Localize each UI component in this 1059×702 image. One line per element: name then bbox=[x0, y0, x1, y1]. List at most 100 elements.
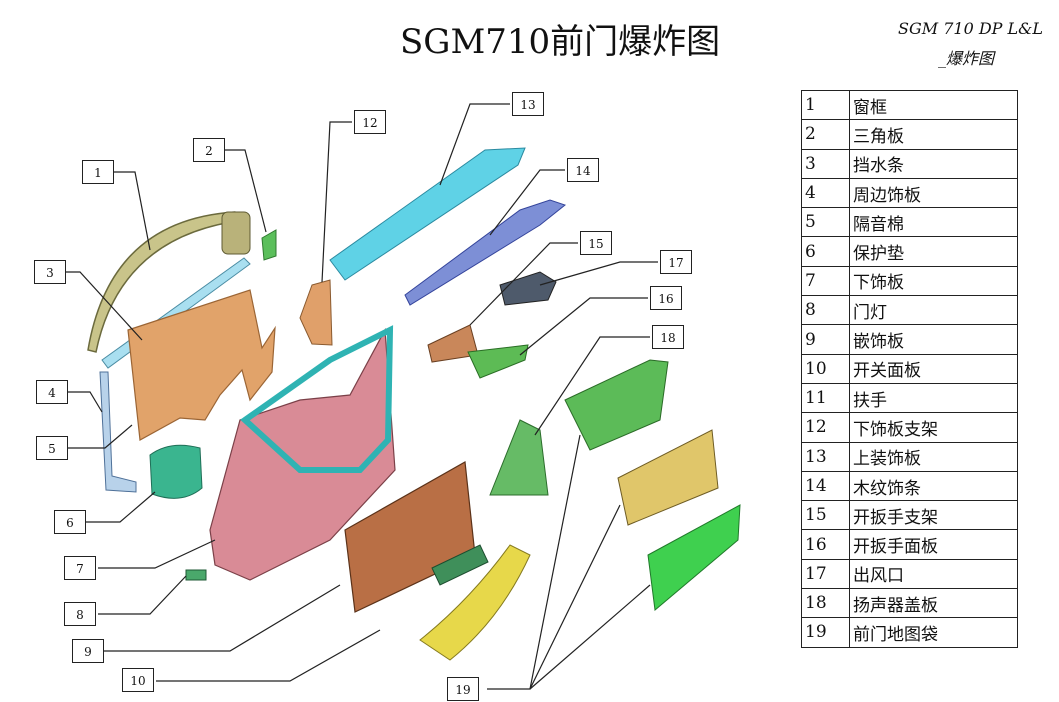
legend-part-name: 隔音棉 bbox=[849, 207, 1018, 238]
leader-lines bbox=[66, 103, 658, 690]
callout-4: 4 bbox=[36, 380, 68, 404]
part-switch-panel bbox=[431, 544, 489, 586]
legend-part-name: 嵌饰板 bbox=[849, 324, 1018, 355]
exploded-view-drawing bbox=[66, 103, 741, 690]
callout-16: 16 bbox=[650, 286, 682, 310]
legend-part-number: 1 bbox=[801, 89, 850, 121]
legend-part-number: 3 bbox=[801, 148, 850, 179]
legend-part-name: 出风口 bbox=[849, 558, 1018, 590]
legend-part-name: 扶手 bbox=[849, 382, 1018, 414]
callout-15: 15 bbox=[580, 231, 612, 255]
legend-part-number: 9 bbox=[801, 324, 850, 355]
legend-part-number: 18 bbox=[801, 588, 850, 619]
subtitle-line-1: SGM 710 DP L&L bbox=[898, 19, 1044, 38]
callout-3: 3 bbox=[34, 260, 66, 284]
legend-part-name: 门灯 bbox=[849, 295, 1018, 326]
legend-part-number: 8 bbox=[801, 295, 850, 326]
legend-part-name: 窗框 bbox=[849, 89, 1018, 121]
callout-13: 13 bbox=[512, 92, 544, 116]
legend-part-name: 下饰板 bbox=[849, 265, 1018, 297]
part-armrest bbox=[419, 544, 531, 661]
callout-8: 8 bbox=[64, 602, 96, 626]
legend-part-name: 扬声器盖板 bbox=[849, 588, 1018, 619]
part-map-pocket-b bbox=[617, 429, 719, 526]
callout-9: 9 bbox=[72, 639, 104, 663]
callout-6: 6 bbox=[54, 510, 86, 534]
legend-part-number: 16 bbox=[801, 529, 850, 560]
legend-part-number: 10 bbox=[801, 353, 850, 384]
legend-part-number: 17 bbox=[801, 558, 850, 590]
callout-10: 10 bbox=[122, 668, 154, 692]
diagram-title: SGM710前门爆炸图 bbox=[400, 22, 721, 62]
callout-19: 19 bbox=[447, 677, 479, 701]
legend-part-number: 4 bbox=[801, 177, 850, 209]
part-lower-trim-frame bbox=[240, 325, 394, 473]
part-sound-insulation bbox=[127, 289, 276, 441]
part-air-vent bbox=[499, 271, 557, 306]
callout-18: 18 bbox=[652, 325, 684, 349]
legend-part-number: 12 bbox=[801, 412, 850, 443]
part-triangle-panel bbox=[261, 229, 277, 261]
subtitle-line-2: _爆炸图 bbox=[938, 49, 995, 68]
callout-7: 7 bbox=[64, 556, 96, 580]
callout-14: 14 bbox=[567, 158, 599, 182]
legend-part-number: 11 bbox=[801, 382, 850, 414]
callout-17: 17 bbox=[660, 250, 692, 274]
part-protection-pad bbox=[149, 444, 203, 499]
legend-part-name: 三角板 bbox=[849, 119, 1018, 150]
legend-part-number: 19 bbox=[801, 617, 850, 648]
legend-part-name: 上装饰板 bbox=[849, 441, 1018, 472]
part-handle-panel bbox=[467, 344, 529, 379]
legend-part-name: 下饰板支架 bbox=[849, 412, 1018, 443]
legend-part-number: 2 bbox=[801, 119, 850, 150]
part-window-frame-corner bbox=[221, 211, 251, 255]
legend-part-number: 7 bbox=[801, 265, 850, 297]
legend-part-name: 开扳手支架 bbox=[849, 500, 1018, 531]
legend-part-number: 5 bbox=[801, 207, 850, 238]
legend-part-number: 15 bbox=[801, 500, 850, 531]
callout-2: 2 bbox=[193, 138, 225, 162]
part-lower-trim-bracket bbox=[299, 279, 333, 346]
callout-1: 1 bbox=[82, 160, 114, 184]
part-map-pocket-c bbox=[647, 504, 741, 611]
legend-part-name: 保护垫 bbox=[849, 236, 1018, 267]
part-door-light bbox=[185, 569, 207, 581]
diagram-subtitle: SGM 710 DP L&L _爆炸图 bbox=[898, 14, 1043, 74]
legend-part-number: 6 bbox=[801, 236, 850, 267]
legend-part-name: 开关面板 bbox=[849, 353, 1018, 384]
part-speaker-cover bbox=[489, 419, 549, 496]
part-upper-trim bbox=[329, 147, 526, 281]
legend-part-number: 14 bbox=[801, 470, 850, 502]
legend-part-name: 木纹饰条 bbox=[849, 470, 1018, 502]
legend-part-name: 周边饰板 bbox=[849, 177, 1018, 209]
part-map-pocket-a bbox=[564, 359, 669, 451]
part-wood-grain-strip bbox=[404, 199, 567, 306]
callout-5: 5 bbox=[36, 436, 68, 460]
legend-part-number: 13 bbox=[801, 441, 850, 472]
legend-part-name: 挡水条 bbox=[849, 148, 1018, 179]
legend-part-name: 前门地图袋 bbox=[849, 617, 1018, 648]
legend-part-name: 开扳手面板 bbox=[849, 529, 1018, 560]
part-surround-trim bbox=[99, 371, 137, 493]
callout-12: 12 bbox=[354, 110, 386, 134]
